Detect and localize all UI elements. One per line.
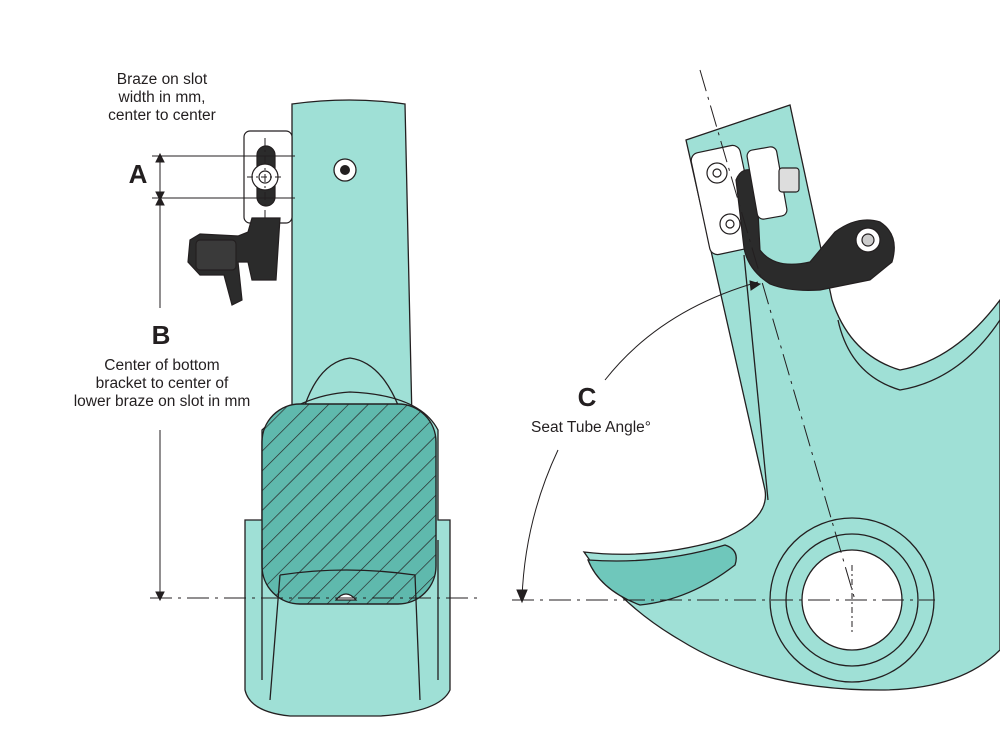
- braze-on-clamp-left: [187, 130, 293, 306]
- label-a-line3: center to center: [108, 107, 216, 124]
- label-b-line2: bracket to center of: [95, 375, 229, 392]
- shell-divider: [261, 540, 439, 680]
- tube-bulge: [304, 357, 399, 406]
- seat-tube: [291, 99, 413, 421]
- label-b-line1: Center of bottom: [104, 357, 220, 374]
- seat-tube-edge: [743, 254, 769, 501]
- seat-stay-edge: [837, 319, 1000, 391]
- derailleur-tab: [778, 167, 800, 193]
- derailleur-arm: [735, 169, 895, 291]
- bottle-boss-hole: [340, 165, 350, 175]
- label-a-line1: Braze on slot: [116, 71, 208, 88]
- dimension-lines-right: [512, 69, 935, 635]
- label-a-line2: width in mm,: [118, 89, 206, 106]
- side-view-frame: [582, 104, 1000, 691]
- label-seat-tube-angle: Seat Tube Angle°: [531, 419, 651, 436]
- dimension-lines-left: [150, 138, 480, 602]
- derailleur-face: [195, 239, 237, 271]
- label-a-letter: A: [128, 159, 148, 189]
- label-b-letter: B: [151, 320, 171, 350]
- label-c-letter: C: [577, 382, 597, 412]
- hatched-tire-section: [261, 403, 437, 605]
- rear-view-seat-tube: [244, 99, 451, 717]
- chainstay-shadow: [587, 544, 737, 606]
- lower-tire-outline: [269, 569, 421, 701]
- label-b-line3: lower braze on slot in mm: [73, 393, 251, 410]
- label-a-description: Braze on slot width in mm, center to cen…: [82, 71, 242, 125]
- label-b-description: Center of bottom bracket to center of lo…: [62, 357, 262, 411]
- braze-on-clamp-right: [690, 144, 895, 291]
